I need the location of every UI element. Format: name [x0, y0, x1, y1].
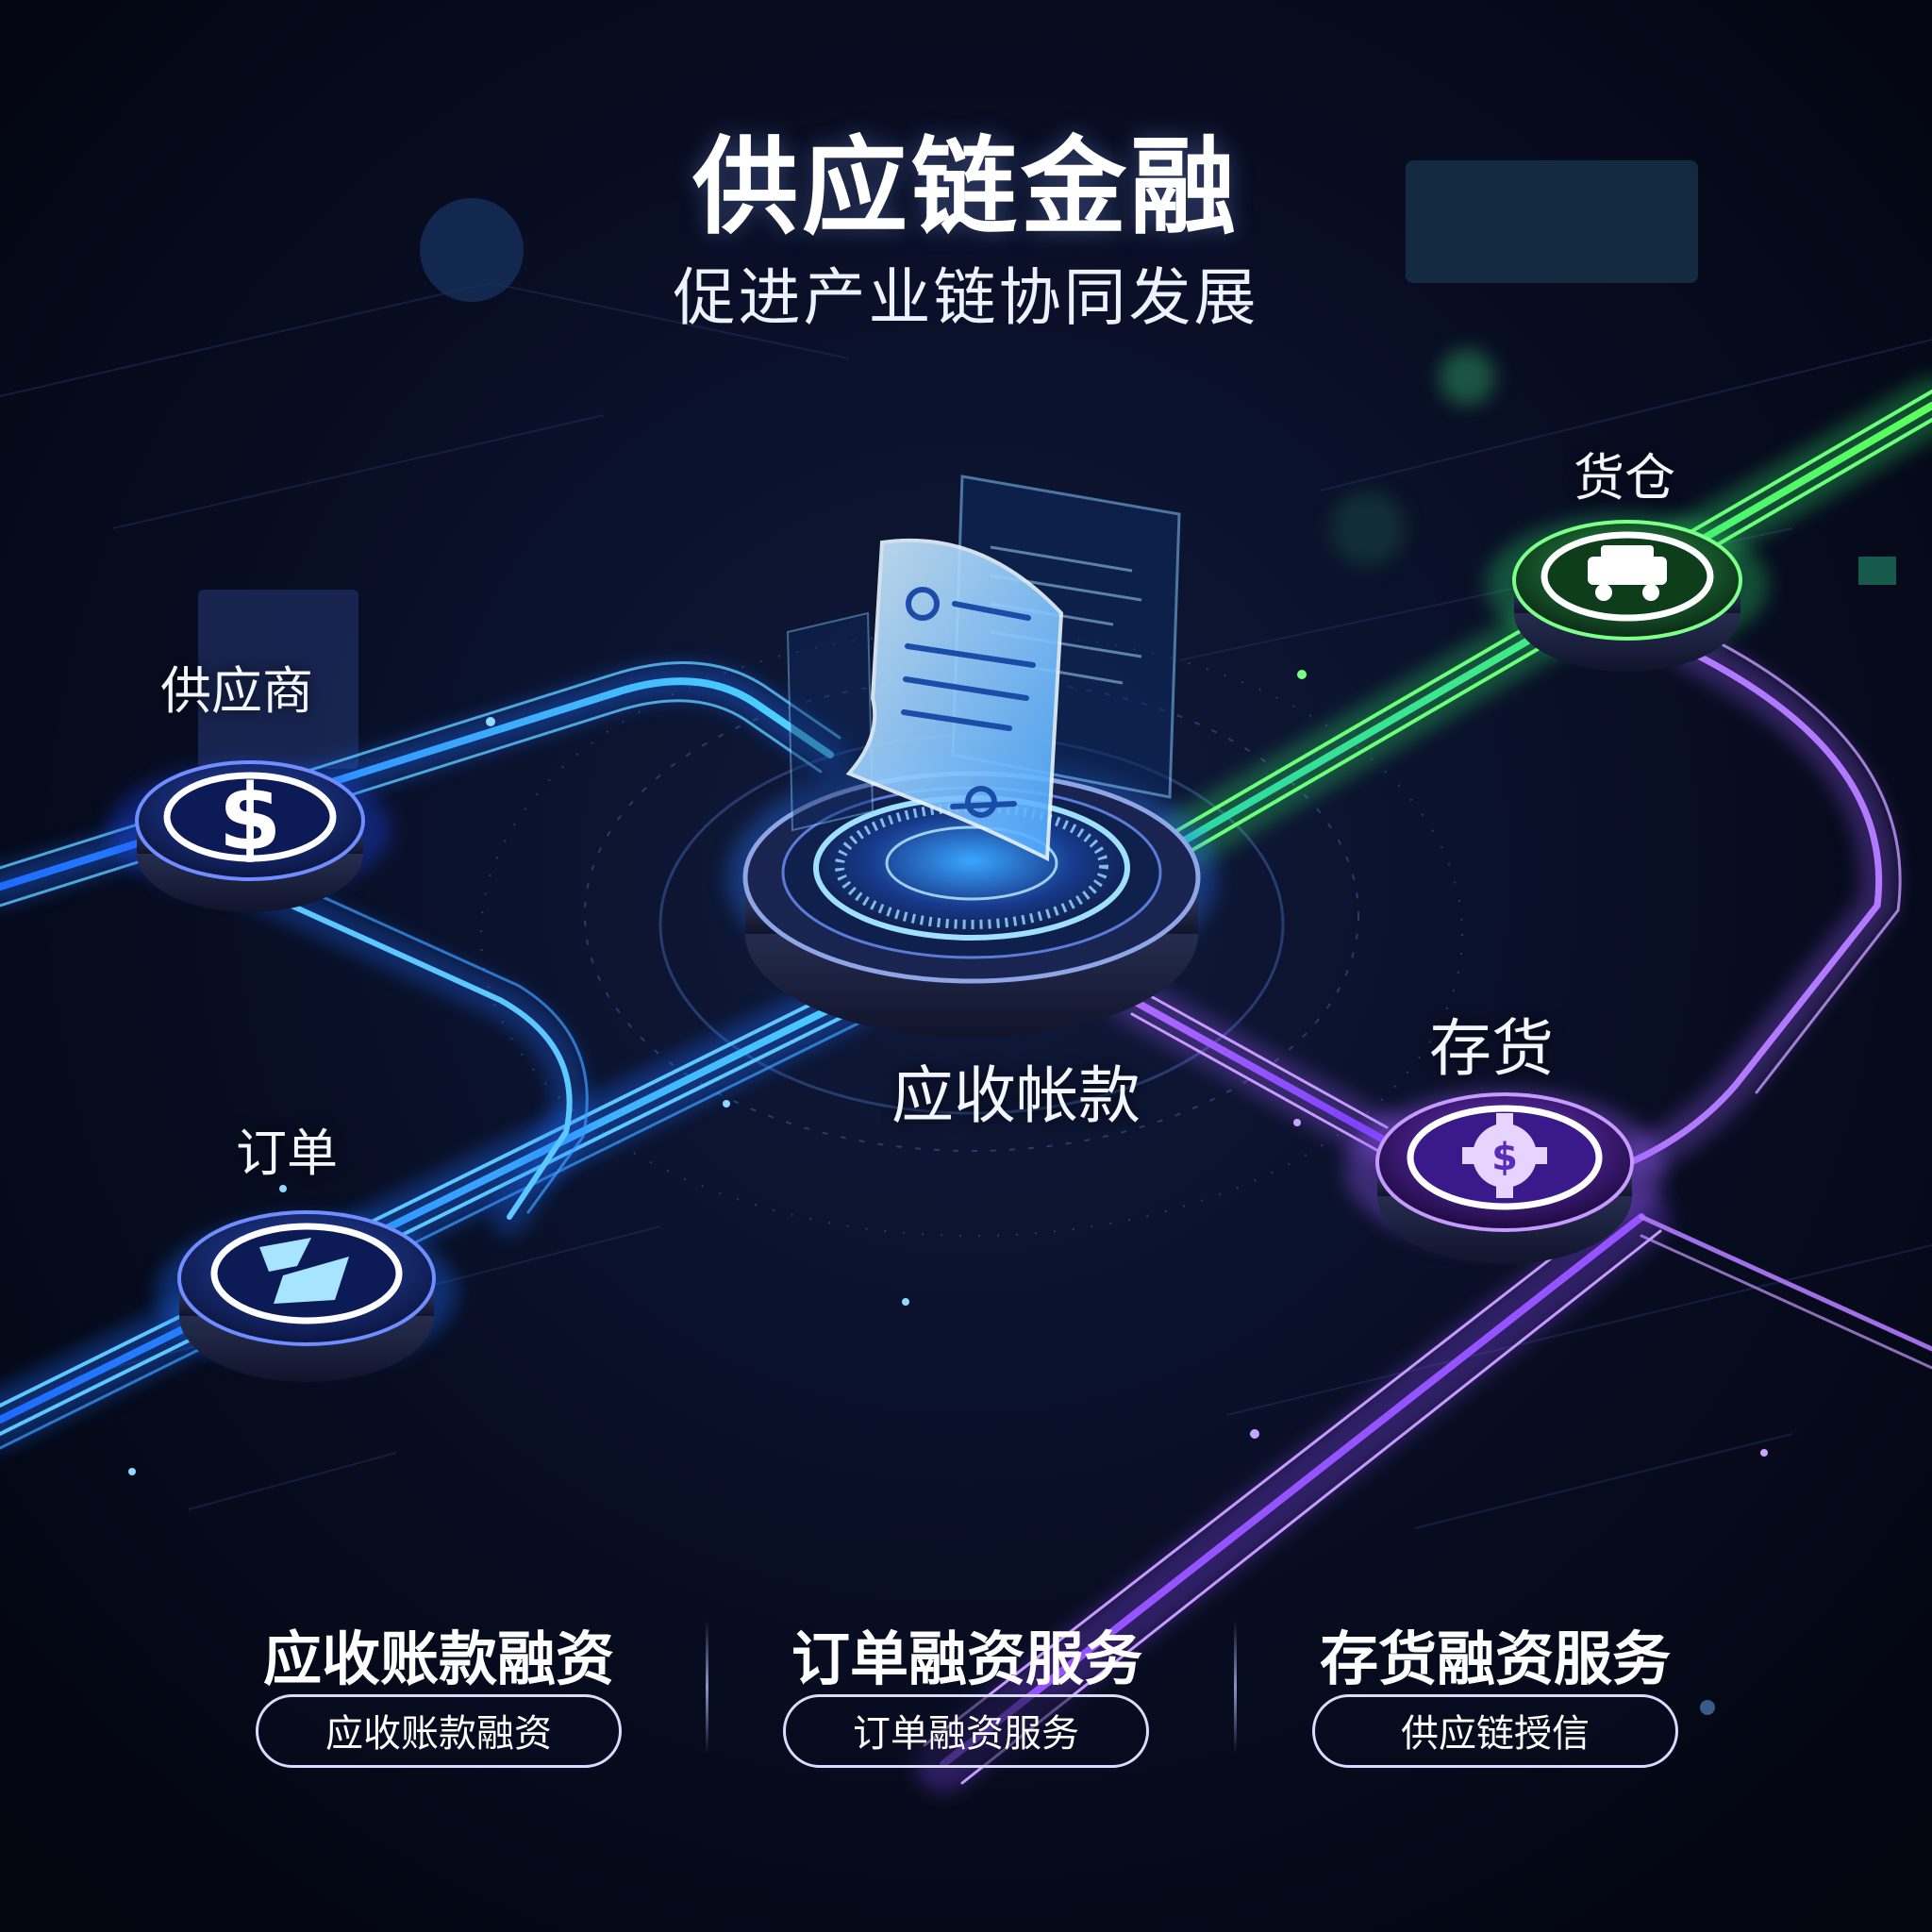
supplier-label: 供应商 — [160, 661, 313, 721]
order-icon — [259, 1238, 349, 1304]
supply-chain-credit-button[interactable]: 供应链授信 — [1312, 1694, 1678, 1768]
service-title-order: 订单融资服务 — [791, 1624, 1142, 1693]
order-label: 订单 — [236, 1124, 338, 1183]
receivables-financing-button[interactable]: 应收账款融资 — [256, 1694, 622, 1768]
service-title-receivables: 应收账款融资 — [262, 1624, 614, 1693]
svg-text:$: $ — [219, 765, 282, 871]
blue-track-bottom — [0, 934, 953, 1450]
inventory-node: $ — [1344, 1090, 1665, 1264]
warehouse-label: 货仓 — [1574, 448, 1675, 508]
service-title-inventory: 存货融资服务 — [1319, 1624, 1671, 1693]
receivables-hub — [726, 755, 1217, 1038]
dollar-icon: $ — [219, 765, 282, 871]
inventory-label: 存货 — [1429, 1012, 1554, 1085]
page-title: 供应链金融 — [692, 126, 1240, 249]
truck-icon — [1588, 545, 1667, 601]
service-divider — [1234, 1621, 1237, 1753]
supplier-node: $ — [108, 760, 391, 912]
svg-text:$: $ — [1491, 1136, 1518, 1179]
order-financing-button[interactable]: 订单融资服务 — [783, 1694, 1149, 1768]
blue-track-top — [0, 661, 849, 908]
gear-dollar-icon: $ — [1462, 1113, 1547, 1198]
blue-connector — [231, 868, 589, 1236]
warehouse-node — [1486, 514, 1769, 672]
service-divider — [706, 1621, 708, 1753]
page-subtitle: 促进产业链协同发展 — [673, 261, 1259, 334]
receivables-label: 应收帐款 — [891, 1059, 1141, 1132]
document-icon — [786, 475, 1181, 862]
order-node — [156, 1210, 458, 1382]
